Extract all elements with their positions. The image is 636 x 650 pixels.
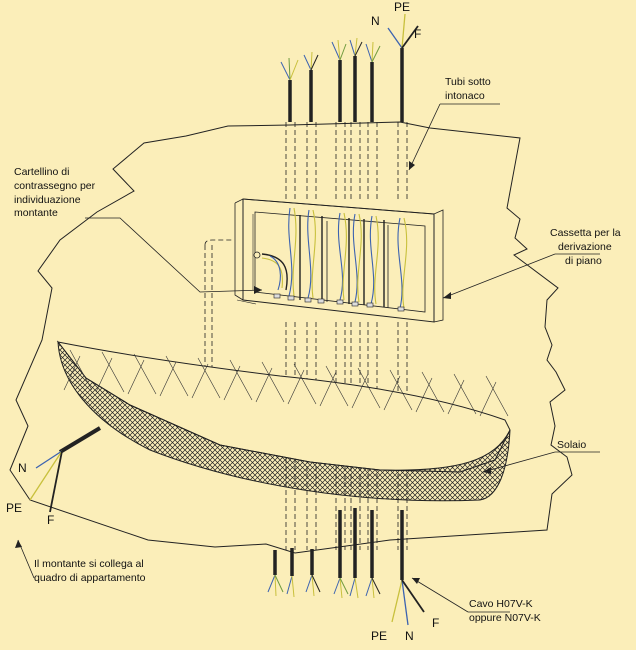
brick-line — [255, 367, 273, 403]
brick-line — [95, 357, 113, 393]
brick-line — [357, 367, 381, 409]
cavo-label-line2: oppure N07V-K — [469, 612, 541, 624]
cartellino-label-line2: contrassegno per — [14, 180, 96, 192]
left-wire-n-label: N — [18, 461, 27, 475]
brick-line — [421, 371, 445, 413]
brick-line — [127, 359, 145, 395]
left-cable — [29, 426, 102, 513]
slab — [56, 340, 511, 502]
terminal-block — [273, 293, 405, 312]
brick-line — [325, 365, 349, 407]
brick-line — [191, 363, 209, 399]
brick-line — [319, 371, 337, 407]
brick-line — [287, 369, 305, 405]
cartellino-label-line3: individuazione — [14, 194, 81, 206]
tubi-label-line2: intonaco — [445, 90, 485, 102]
left-conduit — [204, 239, 232, 372]
brick-line — [165, 355, 189, 397]
brick-line — [293, 363, 317, 405]
top-cable-stubs — [280, 13, 419, 122]
box-wires — [253, 207, 408, 309]
brick-line — [453, 373, 477, 415]
top-wire-n-label: N — [371, 14, 380, 28]
brick-line — [69, 349, 93, 391]
bottom-wire-f-label: F — [432, 616, 439, 630]
cartellino-label-line4: montante — [14, 207, 58, 219]
brick-line — [261, 361, 285, 403]
cartellino-label-line1: Cartellino di — [14, 166, 69, 178]
bottom-wire-pe-label: PE — [371, 629, 387, 643]
cassetta-label-line1: Cassetta per la — [550, 227, 621, 239]
brick-line — [415, 377, 433, 413]
cassetta-label-line2: derivazione — [558, 241, 612, 253]
arrow-heads — [15, 161, 491, 584]
brick-line — [229, 359, 253, 401]
top-wire-pe-label: PE — [394, 0, 410, 14]
brick-line — [197, 357, 221, 399]
brick-line — [101, 351, 125, 393]
montante-label-line1: Il montante si collega al — [34, 558, 144, 570]
cassetta-label-line3: di piano — [565, 255, 602, 267]
bottom-wire-n-label: N — [405, 629, 414, 643]
junction-box — [234, 198, 444, 323]
brick-line — [63, 355, 81, 391]
left-wire-pe-label: PE — [6, 501, 22, 515]
left-wire-f-label: F — [47, 513, 54, 527]
wall-outline — [9, 121, 573, 554]
brick-line — [159, 361, 177, 397]
brick-line — [223, 365, 241, 401]
montante-label-line2: quadro di appartamento — [34, 572, 146, 584]
brick-line — [485, 375, 509, 417]
leader-lines — [17, 103, 600, 613]
brick-line — [351, 373, 369, 409]
brick-line — [389, 369, 413, 411]
brick-line — [133, 353, 157, 395]
brick-line — [383, 375, 401, 411]
solaio-label: Solaio — [557, 439, 586, 451]
tubi-label-line1: Tubi sotto — [445, 76, 491, 88]
brick-line — [447, 379, 465, 415]
top-wire-f-label: F — [414, 27, 421, 41]
cavo-label-line1: Cavo H07V-K — [469, 598, 533, 610]
brick-line — [479, 381, 497, 417]
bottom-cable-stubs — [267, 508, 425, 626]
